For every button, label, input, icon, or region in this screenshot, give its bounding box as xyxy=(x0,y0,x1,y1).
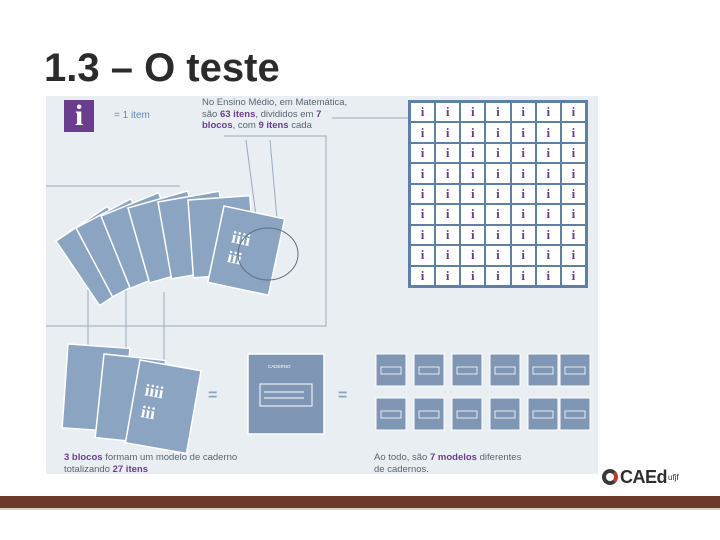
item-cell: i xyxy=(537,246,560,264)
item-cell: i xyxy=(562,185,585,203)
notebook-icon: CADERNO xyxy=(248,354,324,434)
notebook-caption: 3 blocos formam um modelo de caderno tot… xyxy=(64,452,244,475)
item-cell: i xyxy=(411,226,434,244)
item-cell: i xyxy=(512,144,535,162)
item-cell: i xyxy=(562,103,585,121)
item-cell: i xyxy=(411,123,434,141)
item-cell: i xyxy=(537,185,560,203)
item-cell: i xyxy=(562,267,585,285)
slide-title: 1.3 – O teste xyxy=(44,44,280,92)
notebook-label: CADERNO xyxy=(268,364,291,369)
item-cell: i xyxy=(512,103,535,121)
item-cell: i xyxy=(537,267,560,285)
item-cell: i xyxy=(411,103,434,121)
blocks-fan: iiii iii xyxy=(56,191,298,306)
item-cell: i xyxy=(486,144,509,162)
item-cell: i xyxy=(486,123,509,141)
item-cell: i xyxy=(512,267,535,285)
item-cell: i xyxy=(436,205,459,223)
item-cell: i xyxy=(486,246,509,264)
notebook-thumb xyxy=(560,354,590,386)
item-cell: i xyxy=(436,267,459,285)
item-cell: i xyxy=(562,164,585,182)
item-cell: i xyxy=(486,103,509,121)
item-cell: i xyxy=(486,226,509,244)
item-cell: i xyxy=(436,185,459,203)
item-cell: i xyxy=(512,164,535,182)
item-cell: i xyxy=(411,144,434,162)
item-cell: i xyxy=(512,246,535,264)
notebook-thumb xyxy=(376,354,406,386)
item-cell: i xyxy=(486,267,509,285)
item-cell: i xyxy=(461,185,484,203)
item-cell: i xyxy=(537,164,560,182)
equals-sign: = xyxy=(208,387,217,404)
item-cell: i xyxy=(486,185,509,203)
notebook-thumb xyxy=(560,398,590,430)
item-cell: i xyxy=(512,205,535,223)
item-cell: i xyxy=(562,144,585,162)
item-cell: i xyxy=(562,205,585,223)
notebook-thumb xyxy=(490,354,520,386)
notebook-thumb xyxy=(452,398,482,430)
notebook-thumb xyxy=(376,398,406,430)
block-glyph: iiii xyxy=(143,380,165,402)
item-cell: i xyxy=(486,164,509,182)
item-cell: i xyxy=(537,226,560,244)
footer-bar xyxy=(0,496,720,508)
item-cell: i xyxy=(436,246,459,264)
item-cell: i xyxy=(486,205,509,223)
notebook-thumb xyxy=(528,354,558,386)
item-cell: i xyxy=(562,226,585,244)
item-cell: i xyxy=(436,144,459,162)
notebook-models xyxy=(376,354,590,430)
footer-accent xyxy=(0,508,720,510)
notebook-thumb xyxy=(528,398,558,430)
item-cell: i xyxy=(537,205,560,223)
item-cell: i xyxy=(436,123,459,141)
item-cell: i xyxy=(512,185,535,203)
notebook-thumb xyxy=(490,398,520,430)
item-cell: i xyxy=(562,123,585,141)
item-cell: i xyxy=(461,123,484,141)
item-cell: i xyxy=(411,205,434,223)
item-cell: i xyxy=(461,246,484,264)
item-cell: i xyxy=(411,185,434,203)
item-cell: i xyxy=(411,246,434,264)
item-cell: i xyxy=(512,123,535,141)
item-cell: i xyxy=(436,226,459,244)
item-cell: i xyxy=(461,103,484,121)
item-cell: i xyxy=(537,123,560,141)
item-cell: i xyxy=(461,226,484,244)
item-cell: i xyxy=(436,164,459,182)
item-cell: i xyxy=(461,164,484,182)
item-cell: i xyxy=(562,246,585,264)
models-caption: Ao todo, são 7 modelos diferentes de cad… xyxy=(374,452,534,475)
caed-logo-icon xyxy=(602,469,618,485)
equals-sign: = xyxy=(338,387,347,404)
item-cell: i xyxy=(411,267,434,285)
selected-blocks: iiii iii xyxy=(62,344,201,453)
item-cell: i xyxy=(461,144,484,162)
item-cell: i xyxy=(537,144,560,162)
item-cell: i xyxy=(436,103,459,121)
notebook-thumb xyxy=(414,354,444,386)
caed-logo: CAEd ufjf xyxy=(602,466,679,488)
item-cell: i xyxy=(461,205,484,223)
item-cell: i xyxy=(411,164,434,182)
notebook-thumb xyxy=(414,398,444,430)
test-structure-infographic: i = 1 item No Ensino Médio, em Matemátic… xyxy=(46,96,598,474)
item-cell: i xyxy=(461,267,484,285)
notebook-thumb xyxy=(452,354,482,386)
item-cell: i xyxy=(512,226,535,244)
item-cell: i xyxy=(537,103,560,121)
